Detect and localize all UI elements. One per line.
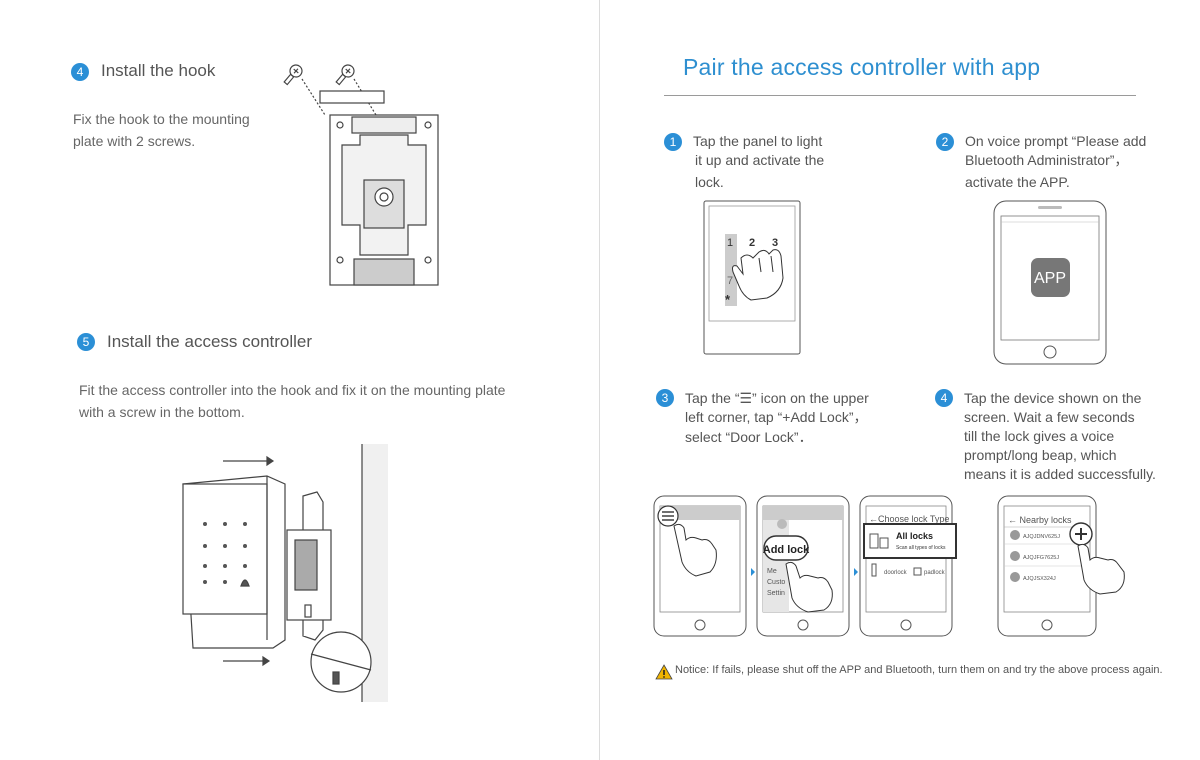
step-4-title: Install the hook [101,61,216,80]
step-text-line: activate the APP. [965,174,1070,190]
keypad-key-1: 1 [727,237,733,249]
doorlock-option: doorlock [884,570,908,576]
padlock-option: padlock [924,570,946,576]
pair-step-3-text: Tap the “☰” icon on the upper left corne… [685,389,869,447]
step-text-line: left corner, tap “+Add Lock”， [685,409,868,425]
step-4-desc-line: plate with 2 screws. [73,133,196,149]
keypad-panel-illustration: 1 2 3 5 6 7 * [703,200,801,355]
step-text-line: Tap the “☰” icon on the upper [685,390,869,406]
step-text-line: means it is added successfully. [964,466,1156,482]
nearby-device-2: AJQJFG7625J [1023,555,1059,561]
step-4-badge: 4 [71,63,89,81]
app-icon-label: APP [1034,270,1066,287]
step-text-line: select “Door Lock”． [685,429,813,445]
menu-item-me: Me [767,568,777,575]
step-text-line: lock. [695,174,724,190]
phone-app-illustration: APP [993,200,1107,365]
menu-item-custo: Custo [767,579,785,586]
page-divider [599,0,600,760]
controller-install-illustration [182,444,388,702]
keypad-key-star: * [725,292,731,307]
pair-step-3-badge: 3 [656,389,674,407]
step-5-description: Fit the access controller into the hook … [79,379,505,423]
page-title: Pair the access controller with app [683,54,1041,80]
pairing-phones-illustration: Add lock Me Custo Settin ←Choose lock Ty… [653,495,1125,637]
step-text-line: screen. Wait a few seconds [964,409,1135,425]
warning-icon [655,664,673,680]
keypad-key-7: 7 [727,275,733,287]
step-text-line: Tap the device shown on the [964,390,1142,406]
pair-step-2-text: On voice prompt “Please add Bluetooth Ad… [965,132,1146,192]
step-text-line: On voice prompt “Please add [965,133,1147,149]
title-underline [664,95,1136,96]
notice-text: Notice: If fails, please shut off the AP… [675,664,1163,676]
all-locks-subtitle: Scan all types of locks [896,545,946,551]
step-text-line: prompt/long beap, which [964,447,1117,463]
keypad-key-3: 3 [772,237,778,249]
pair-step-2-badge: 2 [936,133,954,151]
nearby-locks-header: ← Nearby locks [1008,515,1072,525]
pair-step-1-badge: 1 [664,133,682,151]
step-text-line: it up and activate the [695,152,825,168]
pair-step-4-badge: 4 [935,389,953,407]
step-5-badge: 5 [77,333,95,351]
step-text-line: till the lock gives a voice [964,428,1115,444]
step-4-desc-line: Fix the hook to the mounting [73,111,250,127]
step-text-line: Tap the panel to light [693,133,823,149]
step-5-title: Install the access controller [107,332,313,351]
all-locks-option: All locks [896,531,933,541]
pair-step-1-text: Tap the panel to light it up and activat… [693,132,824,192]
step-4-description: Fix the hook to the mounting plate with … [73,108,250,152]
add-lock-bubble: Add lock [763,544,810,556]
keypad-key-2: 2 [749,237,755,249]
mounting-plate-illustration [283,64,439,286]
nearby-device-3: AJQJSX324J [1023,576,1056,582]
pair-step-4-text: Tap the device shown on the screen. Wait… [964,389,1156,484]
menu-item-settin: Settin [767,590,785,597]
choose-lock-type-header: ←Choose lock Type [869,514,949,524]
nearby-device-1: AJQJDNV625J [1023,534,1060,540]
step-text-line: Bluetooth Administrator”， [965,152,1129,168]
step-5-desc-line: with a screw in the bottom. [79,404,245,420]
step-5-desc-line: Fit the access controller into the hook … [79,382,506,398]
